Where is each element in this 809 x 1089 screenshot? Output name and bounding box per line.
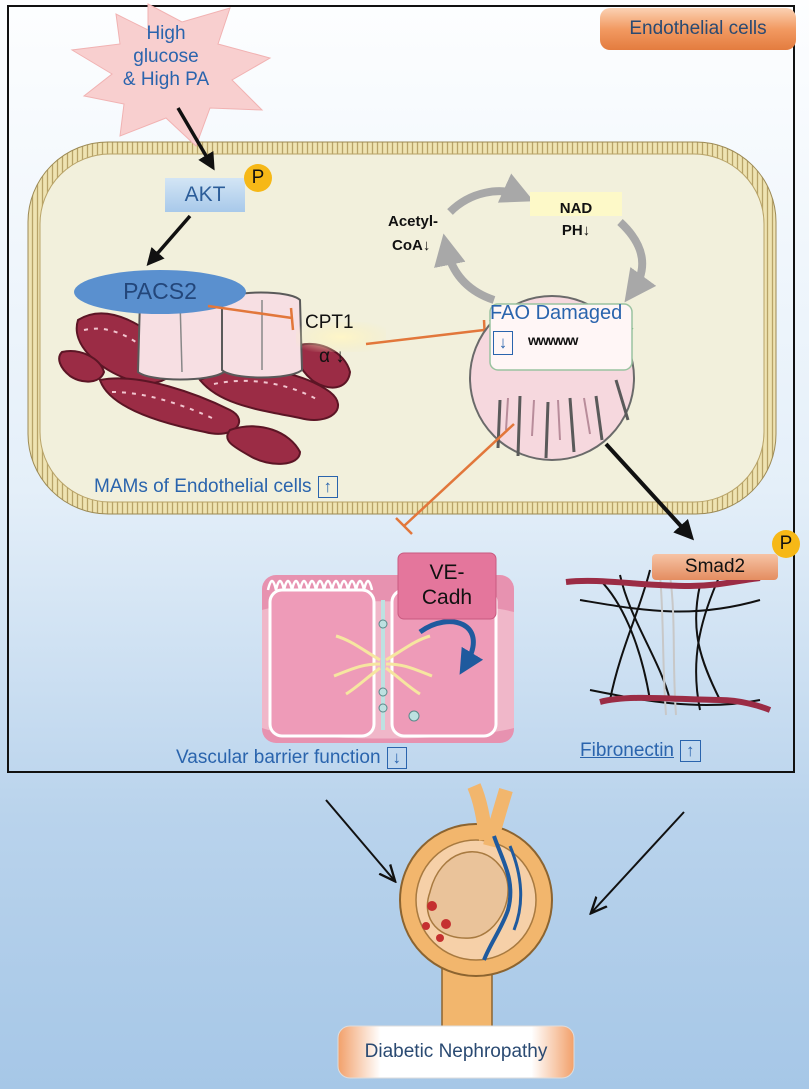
pacs2-ellipse (74, 270, 246, 314)
vascular-arrow: ↓ (386, 747, 408, 769)
ve-cadh-line2: Cadh (421, 586, 473, 609)
inhibit-fao-vascular (403, 423, 515, 527)
metabolic-cycle (434, 173, 657, 304)
vascular-text: Vascular barrier function (176, 747, 381, 768)
inhibit-cpt1-fao (365, 328, 485, 346)
acetyl-coa-line1: Acetyl- (388, 213, 439, 230)
mams-arrow: ↑ (317, 476, 339, 498)
fao-arrow: ↓ (498, 333, 508, 352)
endothelial-badge-bg (600, 8, 796, 50)
mams-cluster (58, 291, 352, 465)
vascular-label: Vascular barrier function↓ (176, 747, 408, 769)
mams-label: MAMs of Endothelial cells↑ (94, 476, 339, 498)
akt-phospho-badge (244, 164, 272, 192)
smad2-phospho-label: P (779, 533, 793, 554)
arrow-fibronectin-kidney (592, 811, 685, 912)
stimulus-label: High glucose & High PA (96, 22, 236, 91)
acetyl-coa-label: Acetyl- CoA↓ (388, 210, 438, 258)
mams-text: MAMs of Endothelial cells (94, 476, 312, 497)
arrow-stimulus-akt (176, 107, 215, 171)
acetyl-coa-line2: CoA↓ (392, 237, 431, 254)
akt-label: AKT (184, 183, 226, 206)
cpt1-line1: CPT1 (305, 312, 354, 333)
ve-cadh-label: VE- Cadh (398, 560, 496, 610)
glomerulus-illustration (399, 783, 553, 1047)
stimulus-burst (70, 3, 272, 147)
arrow-akt-pacs2 (146, 214, 192, 266)
nadph-box (530, 192, 622, 216)
outcome-label: Diabetic Nephropathy (364, 1041, 548, 1062)
akt-phospho-label: P (251, 167, 265, 188)
fao-arrow-box: ↓ (493, 331, 513, 355)
stimulus-line1: High (146, 23, 186, 44)
arrow-fao-smad2 (604, 442, 695, 541)
stimulus-line2: glucose (133, 46, 199, 67)
outcome-box (337, 1025, 575, 1079)
inhibit-pacs2-cpt1 (207, 304, 293, 320)
smad2-box (652, 554, 778, 580)
fao-box (489, 303, 633, 371)
fibronectin-text: Fibronectin (580, 740, 674, 761)
ve-cadh-line1: VE- (429, 561, 465, 584)
pacs2-label: PACS2 (123, 278, 197, 304)
smad2-phospho-badge (772, 530, 800, 558)
nadph-line1: NAD (559, 200, 593, 217)
fibronectin-label: Fibronectin ↑ (580, 740, 701, 762)
smad2-label: Smad2 (684, 556, 746, 577)
nadph-line2: PH↓ (561, 222, 591, 239)
arrow-vascular-kidney (325, 799, 394, 880)
fibronectin-illustration (565, 569, 772, 716)
endothelial-cells-badge: Endothelial cells (629, 18, 767, 39)
cpt1-glow (296, 322, 386, 352)
fao-helix: wwwww (528, 332, 578, 348)
cell-frame (7, 5, 795, 773)
nadph-label: NAD PH↓ (530, 198, 622, 242)
cpt1-line2: α ↓ (319, 346, 345, 367)
ve-cadh-box (397, 552, 497, 620)
fao-label: FAO Damaged (490, 302, 623, 324)
fibronectin-arrow: ↑ (680, 740, 701, 762)
stimulus-line3: & High PA (122, 69, 210, 90)
cpt1-label: CPT1 α ↓ (305, 302, 354, 378)
akt-box (165, 178, 245, 212)
